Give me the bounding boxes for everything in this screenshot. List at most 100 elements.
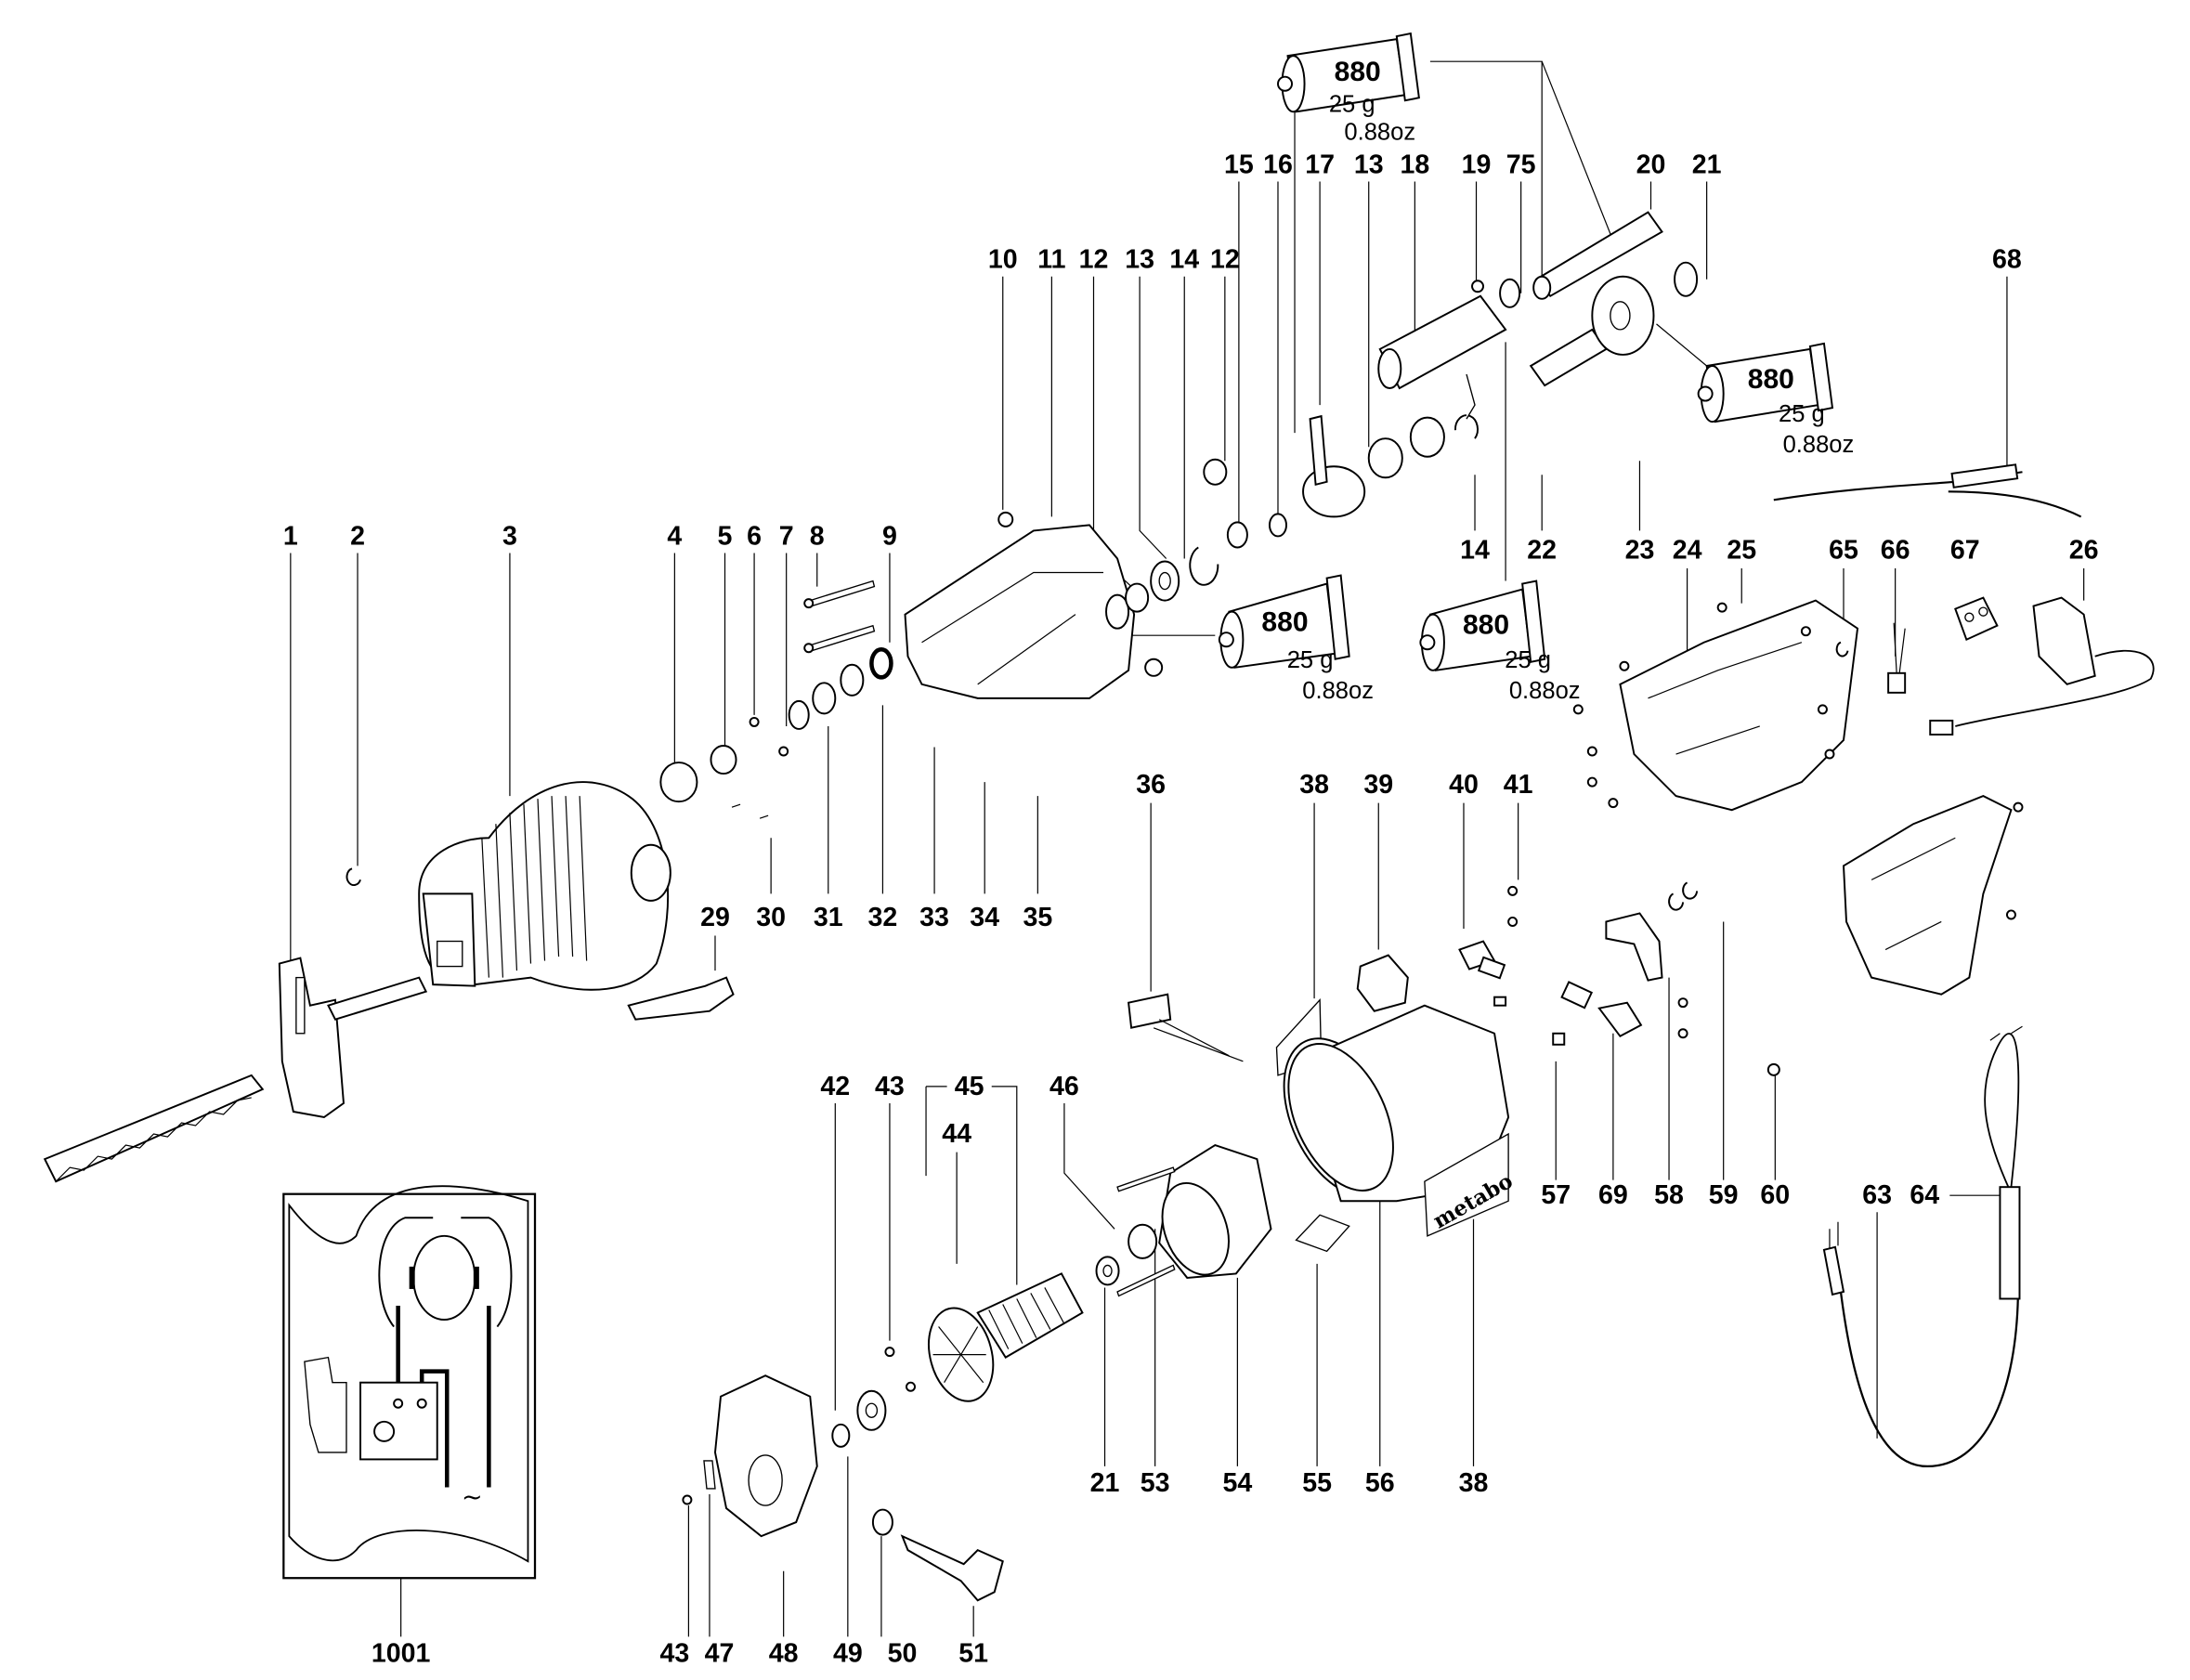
bearing bbox=[1674, 261, 1699, 297]
part-label-42: 42 bbox=[820, 1072, 850, 1101]
part-label-66: 66 bbox=[1881, 535, 1910, 565]
brush-holder-69 bbox=[1597, 1001, 1643, 1038]
ring bbox=[1128, 1223, 1158, 1259]
tube-code: 880 bbox=[1748, 364, 1794, 395]
screw-long bbox=[1116, 1166, 1176, 1192]
part-label-1: 1 bbox=[283, 521, 298, 551]
motor-housing bbox=[1283, 1004, 1510, 1203]
wiring-diagram-inset: ~ bbox=[282, 1185, 537, 1580]
label-row-upper: 10 11 12 13 14 12 68 bbox=[988, 245, 2022, 275]
plug bbox=[1144, 658, 1164, 677]
screw bbox=[906, 1381, 916, 1392]
carbon-brush bbox=[1477, 956, 1506, 980]
clip bbox=[1835, 641, 1849, 658]
part-label-21: 21 bbox=[1090, 1468, 1120, 1498]
part-label-48: 48 bbox=[769, 1638, 799, 1668]
part-label-20: 20 bbox=[1636, 150, 1666, 179]
circlip bbox=[1453, 414, 1479, 439]
part-label-3: 3 bbox=[502, 521, 517, 551]
part-label-4: 4 bbox=[667, 521, 682, 551]
part-label-40: 40 bbox=[1449, 770, 1479, 800]
ring bbox=[1499, 278, 1521, 308]
clip bbox=[1552, 1032, 1566, 1046]
part-label-46: 46 bbox=[1049, 1072, 1079, 1101]
part-label-6: 6 bbox=[747, 521, 762, 551]
part-label-7: 7 bbox=[779, 521, 794, 551]
tube-code: 880 bbox=[1335, 57, 1381, 87]
bushing bbox=[659, 762, 698, 803]
tube-weight: 25 g bbox=[1505, 647, 1551, 673]
part-label-53: 53 bbox=[1141, 1468, 1170, 1498]
tube-weight-oz: 0.88oz bbox=[1509, 678, 1581, 704]
label-row-top: 15 16 17 13 18 19 75 20 21 bbox=[1224, 150, 1722, 179]
part-label-14: 14 bbox=[1169, 245, 1199, 275]
part-label-10: 10 bbox=[988, 245, 1018, 275]
part-label-65: 65 bbox=[1829, 535, 1858, 565]
washer bbox=[840, 663, 865, 697]
washer bbox=[788, 699, 810, 730]
part-label-1001: 1001 bbox=[372, 1638, 431, 1668]
crank-pin bbox=[1529, 328, 1608, 387]
wobble-plate bbox=[1302, 414, 1366, 518]
label-square bbox=[1295, 1214, 1350, 1253]
pin bbox=[703, 1460, 716, 1490]
pin bbox=[731, 803, 769, 819]
washer bbox=[831, 1423, 851, 1448]
field-coil bbox=[1158, 1143, 1272, 1279]
part-label-24: 24 bbox=[1673, 535, 1702, 565]
bushing bbox=[1226, 521, 1248, 549]
screw bbox=[749, 716, 760, 727]
part-label-23: 23 bbox=[1625, 535, 1655, 565]
part-label-13: 13 bbox=[1125, 245, 1154, 275]
part-label-75: 75 bbox=[1506, 150, 1536, 179]
release-lever bbox=[627, 976, 735, 1021]
end-cap bbox=[713, 1374, 818, 1538]
part-label-49: 49 bbox=[833, 1638, 863, 1668]
bushing bbox=[710, 745, 737, 775]
carbon-brush bbox=[1887, 671, 1907, 694]
part-label-39: 39 bbox=[1363, 770, 1393, 800]
screw bbox=[884, 1347, 895, 1358]
screw bbox=[1766, 1062, 1780, 1076]
bearing-inner bbox=[1102, 1264, 1113, 1278]
tube-code: 880 bbox=[1463, 610, 1509, 641]
part-label-43: 43 bbox=[875, 1072, 905, 1101]
guide-sleeve bbox=[1377, 294, 1507, 420]
motor-housing-half bbox=[1619, 599, 1859, 812]
part-label-17: 17 bbox=[1305, 150, 1335, 179]
front-cover bbox=[418, 781, 671, 991]
part-label-35: 35 bbox=[1023, 903, 1052, 932]
gear bbox=[1591, 275, 1655, 356]
label-row-42-46: 42 43 45 44 46 bbox=[820, 1072, 1078, 1149]
part-label-38: 38 bbox=[1459, 1468, 1489, 1498]
part-label-50: 50 bbox=[888, 1638, 918, 1668]
bearing bbox=[1409, 416, 1445, 458]
ac-symbol: ~ bbox=[462, 1483, 483, 1512]
part-label-16: 16 bbox=[1263, 150, 1293, 179]
brush-holder-36 bbox=[1128, 993, 1244, 1062]
part-label-25: 25 bbox=[1727, 535, 1756, 565]
label-row-bottom: 1001 43 47 48 49 50 51 bbox=[372, 1638, 988, 1668]
part-label-51: 51 bbox=[958, 1638, 988, 1668]
label-row-21-38: 21 53 54 55 56 38 bbox=[1090, 1468, 1489, 1498]
tube-weight-oz: 0.88oz bbox=[1302, 678, 1374, 704]
screws-8 bbox=[803, 580, 876, 654]
bearing-inner bbox=[865, 1402, 879, 1418]
washer bbox=[871, 1508, 893, 1536]
screw bbox=[1677, 997, 1688, 1009]
grease-tube-mid-right: 880 25 g 0.88oz bbox=[1419, 580, 1581, 704]
part-label-12: 12 bbox=[1079, 245, 1109, 275]
tube-weight: 25 g bbox=[1329, 91, 1375, 117]
grease-tube-right: 880 25 g 0.88oz bbox=[1697, 342, 1854, 458]
part-label-58: 58 bbox=[1654, 1180, 1684, 1210]
part-label-36: 36 bbox=[1136, 770, 1166, 800]
part-label-8: 8 bbox=[810, 521, 825, 551]
part-label-21: 21 bbox=[1692, 150, 1722, 179]
screw bbox=[682, 1494, 693, 1505]
armature bbox=[928, 1272, 1084, 1402]
part-label-43: 43 bbox=[659, 1638, 689, 1668]
ball bbox=[1471, 280, 1485, 293]
washer bbox=[812, 682, 837, 715]
plunger-shaft bbox=[1532, 211, 1663, 300]
part-label-12: 12 bbox=[1210, 245, 1240, 275]
